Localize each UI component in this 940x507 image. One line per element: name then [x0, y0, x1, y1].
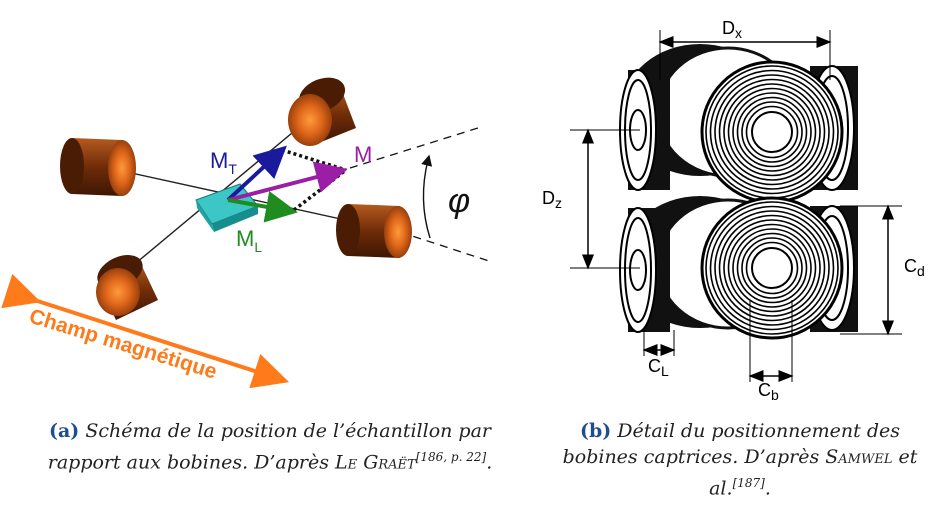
coil-left-bottom — [619, 207, 670, 333]
label-m: M — [354, 142, 372, 167]
caption-b-etal: et al. — [709, 446, 918, 500]
figure-b: Dx Dz Cd CL Cb — [540, 0, 940, 403]
label-cb: Cb — [758, 380, 779, 400]
label-cl: CL — [648, 356, 669, 379]
label-dx: Dx — [722, 18, 742, 41]
dashed-line-axis — [399, 231, 493, 263]
angle-arc — [421, 154, 433, 239]
coil-bottom — [96, 255, 158, 320]
field-arrow — [1, 273, 290, 389]
caption-a-ref: [186, p. 22] — [415, 450, 487, 464]
coil-front-bottom — [700, 196, 844, 340]
caption-b-text: Détail du positionnement des bobines cap… — [562, 420, 900, 468]
caption-b-ref: [187] — [732, 476, 765, 490]
figure-a-diagram: MT M ML φ Champ magnétique — [1, 77, 493, 389]
vector-m — [227, 161, 348, 202]
caption-a-end: . — [486, 451, 493, 474]
caption-a-text: Schéma de la position de l’échantillon p… — [47, 420, 491, 474]
coil-right — [336, 204, 412, 258]
figure-b-diagram: Dx Dz Cd CL Cb — [542, 18, 925, 403]
label-cd: Cd — [904, 256, 925, 279]
caption-a-author: Le Graët — [335, 451, 416, 474]
caption-b-end: . — [764, 477, 771, 500]
figure-a: MT M ML φ Champ magnétique — [0, 0, 520, 400]
caption-b: (b) Détail du positionnement des bobines… — [560, 418, 920, 501]
label-mt: MT — [210, 148, 237, 177]
label-ml: ML — [236, 226, 262, 255]
caption-a-label: (a) — [48, 420, 80, 442]
coil-left — [60, 138, 136, 196]
vector-mt — [226, 145, 287, 202]
vector-ml — [227, 191, 298, 223]
caption-b-label: (b) — [579, 420, 612, 442]
label-dz: Dz — [542, 188, 562, 211]
coil-top — [288, 77, 356, 146]
sample-block — [195, 183, 259, 232]
dotted-line-mt — [281, 148, 347, 172]
label-phi: φ — [448, 182, 470, 220]
caption-b-author: Samwel — [825, 446, 893, 468]
coil-front-top — [700, 60, 844, 204]
caption-a: (a) Schéma de la position de l’échantill… — [20, 418, 520, 475]
